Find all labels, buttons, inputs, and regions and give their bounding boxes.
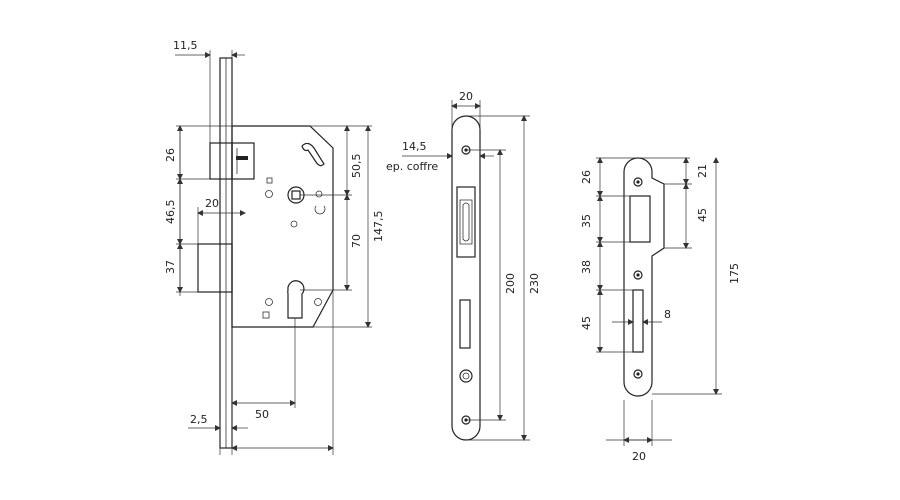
dead-bolt [197,243,233,293]
dim-strike-latch-height-right: 45 [696,208,709,222]
dim-latch-to-bolt: 46,5 [164,200,177,225]
dim-total-length: 230 [528,273,541,294]
dim-faceplate-width: 20 [459,90,473,103]
latch-bolt [209,142,233,180]
faceplate-latch-opening [456,186,476,258]
faceplate-dimensions [402,100,530,441]
strike-screw-mid [633,270,643,280]
dim-faceplate-thickness: 11,5 [173,39,198,52]
strike-plate-outline [623,157,665,397]
dim-strike-bolt-hole: 45 [580,316,593,330]
strike-screw-bottom [633,369,643,379]
faceplate-bolt-opening [459,299,471,349]
faceplate-cylinder-hole [459,369,473,383]
dim-screw-spacing: 200 [504,273,517,294]
dim-backset: 50 [255,408,269,421]
strike-screw-top [633,177,643,187]
dim-strike-latch-hole: 35 [580,214,593,228]
faceplate-outline [451,115,481,441]
strike-plate-dimensions [596,157,722,446]
cylinder-keyhole [287,280,305,319]
dim-case-depth-note: ep. coffre [386,160,438,173]
dim-handle-height: 50,5 [350,154,363,179]
dim-strike-top-right: 21 [696,164,709,178]
dim-body-height: 147,5 [372,211,385,243]
dim-case-depth: 14,5 [402,140,427,153]
dim-strike-total-length: 175 [728,263,741,284]
dim-top-offset: 26 [164,148,177,162]
dim-strike-gap: 38 [580,260,593,274]
dim-strike-width: 20 [632,450,646,463]
strike-bolt-hole [632,289,644,353]
faceplate-view [451,115,481,441]
strike-plate-view [623,157,665,397]
dim-strike-top: 26 [580,170,593,184]
dim-strike-bolt-width: 8 [664,308,671,321]
dim-bolt-projection: 20 [205,197,219,210]
dim-plate-offset: 2,5 [190,413,208,426]
dim-handle-to-cylinder: 70 [350,234,363,248]
strike-latch-hole [629,195,651,243]
lock-body-view [197,57,334,449]
dim-bolt-height: 37 [164,260,177,274]
lock-body-dimensions [175,50,372,455]
